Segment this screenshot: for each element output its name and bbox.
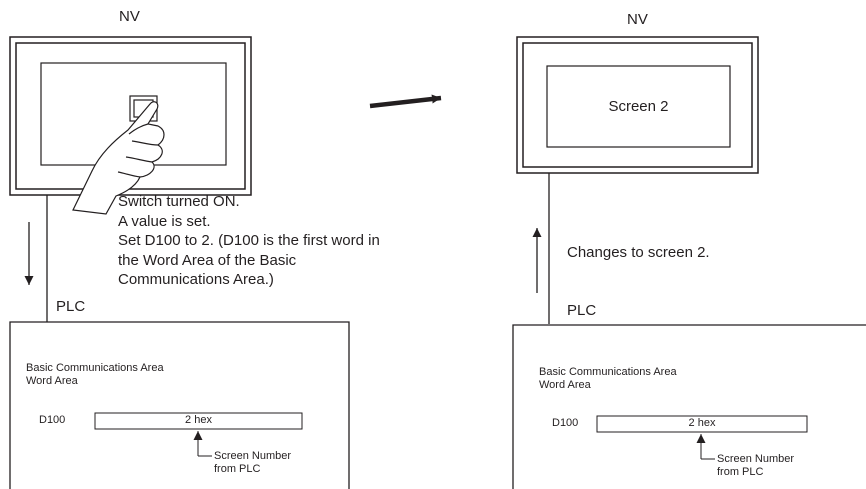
- right-area-title: Basic Communications Area Word Area: [539, 366, 677, 391]
- right-description: Changes to screen 2.: [567, 244, 710, 261]
- left-nv-label: NV: [119, 8, 140, 25]
- left-description: Switch turned ON. A value is set. Set D1…: [118, 193, 380, 288]
- left-register-label: D100: [39, 414, 66, 426]
- right-pointer-label: Screen Number from PLC: [717, 453, 795, 478]
- left-cell-value: 2 hex: [185, 414, 212, 426]
- hand-icon: [72, 101, 165, 215]
- right-screen-label: Screen 2: [608, 98, 669, 115]
- right-plc-label: PLC: [567, 302, 597, 319]
- left-area-title: Basic Communications Area Word Area: [26, 362, 164, 387]
- left-pointer-label: Screen Number from PLC: [214, 450, 292, 475]
- right-register-cell: [596, 415, 808, 433]
- left-plc-label: PLC: [56, 298, 86, 315]
- right-register-label: D100: [552, 417, 579, 429]
- right-arrow-icon: [369, 94, 442, 109]
- left-plc-box: [9, 321, 350, 489]
- right-nv-terminal: [516, 36, 759, 174]
- right-cell-value: 2 hex: [688, 417, 716, 429]
- left-register-cell: [94, 412, 303, 430]
- right-plc-box: [512, 324, 866, 489]
- right-nv-label: NV: [627, 11, 648, 28]
